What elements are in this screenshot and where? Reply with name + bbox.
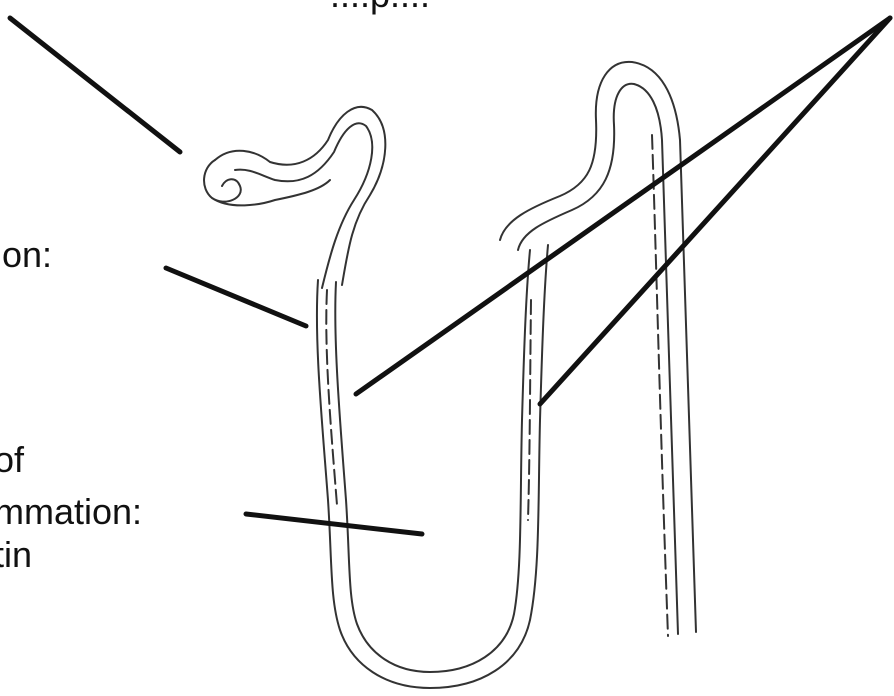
bowman-capsule-outer [215,107,385,285]
pointer-line-glomerulus [10,18,180,152]
pointer-line-top-right-a [356,18,890,394]
label-bottom-line-2: mmation: [0,495,142,529]
descending-limb-inner [335,250,530,672]
label-middle-fragment: ion: [0,238,52,272]
label-bottom-line-3: tin [0,538,32,572]
pointer-line-top-right-b [540,18,890,404]
pointer-line-tubule [166,268,306,326]
pointer-line-loop [246,514,422,534]
ascending-wall-dashed [528,300,531,520]
ascending-limb-outer [500,62,696,632]
collecting-duct-wall [652,135,668,636]
bowman-capsule-cup [204,160,330,205]
bowman-capsule-inner [235,123,372,288]
label-top-fragment: ....p.... [330,0,430,12]
descending-limb-outer [317,245,548,688]
label-bottom-line-1: of [0,443,24,477]
